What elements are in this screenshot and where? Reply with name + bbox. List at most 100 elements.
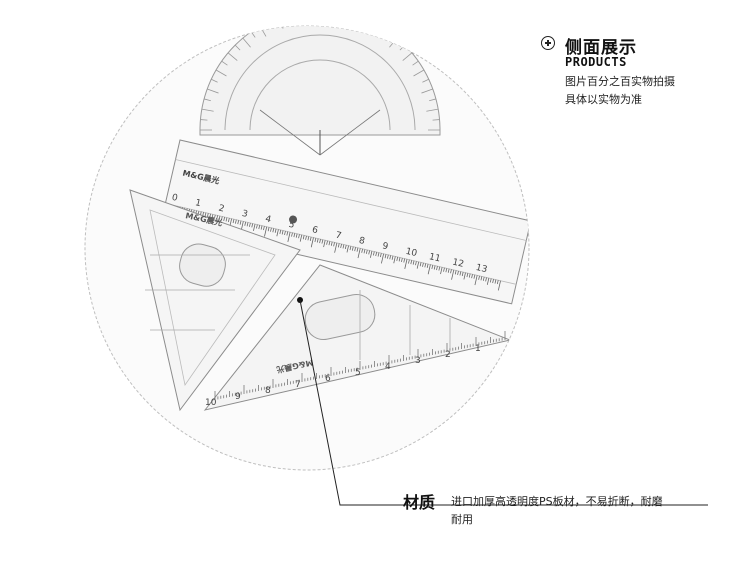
ruler-tick-label: 8: [358, 236, 366, 247]
ruler-tick: [263, 226, 265, 231]
ruler-tick: [284, 230, 286, 236]
ruler-tick: [440, 267, 443, 275]
ruler-tick: [369, 250, 373, 258]
ruler-tick: [468, 273, 471, 278]
ruler-tick: [410, 260, 413, 265]
ruler-tick: [346, 245, 349, 253]
ruler-tick: [302, 235, 305, 240]
ruler-tick-label: 2: [217, 204, 225, 215]
ruler-tick: [249, 222, 251, 227]
ruler-tick: [323, 240, 326, 248]
ruler-tick: [307, 236, 310, 241]
ruler-tick: [387, 254, 389, 259]
triangle-tick-label: 5: [355, 368, 361, 378]
ruler-tick: [267, 227, 270, 232]
ruler-tick: [239, 220, 242, 225]
triangle-tick-label: 9: [235, 392, 241, 402]
ruler-tick: [287, 232, 291, 242]
ruler-tick: [298, 234, 300, 239]
protractor-tick: [432, 119, 440, 121]
ruler-tick: [326, 240, 328, 245]
ruler-tick: [436, 266, 438, 271]
ruler-tick: [454, 270, 457, 275]
ruler-tick: [213, 214, 216, 219]
ruler-tick: [426, 263, 429, 268]
ruler-tick: [279, 229, 282, 234]
ruler-tick: [361, 248, 363, 253]
triangle-tick-label: 1: [475, 344, 481, 354]
ruler-tick: [246, 222, 249, 227]
ruler-tick: [349, 246, 352, 251]
ruler-tick: [422, 262, 424, 267]
ruler-tick-label: 12: [451, 258, 464, 270]
protractor-tick: [429, 98, 437, 102]
ruler-tick: [244, 221, 247, 226]
ruler-tick: [321, 239, 324, 244]
ruler-tick: [342, 244, 345, 249]
set-square-left: M&G晨光: [129, 189, 301, 412]
ruler-tick: [474, 275, 478, 286]
ruler-hole: [289, 215, 298, 224]
ruler-tick: [466, 273, 469, 278]
ruler-tick: [314, 237, 317, 243]
material-desc-line-1: 进口加厚高透明度PS板材，不易折断，耐磨: [451, 495, 663, 508]
ruler-tick: [492, 279, 494, 284]
protractor-tick: [356, 26, 362, 29]
ruler-tick: [393, 256, 396, 264]
ruler-tick-label: 1: [194, 198, 202, 209]
ruler-tick: [363, 249, 366, 254]
ruler-tick: [291, 232, 293, 237]
ruler-tick: [272, 228, 275, 233]
protractor-tick: [201, 108, 214, 112]
ruler-tick: [251, 223, 254, 228]
ruler-tick: [404, 259, 408, 269]
triangle-tick-label: 6: [325, 374, 331, 384]
triangle-tick-label: 3: [415, 356, 421, 366]
ruler-tick: [316, 238, 319, 243]
protractor-tick: [339, 12, 341, 24]
protractor-tick: [330, 10, 331, 17]
ruler-tick: [204, 212, 207, 217]
ruler-tick-label: 6: [311, 225, 319, 236]
ruler-tick: [357, 248, 361, 259]
protractor-tick: [200, 119, 208, 121]
protractor-tick: [384, 31, 390, 38]
protractor-tick: [227, 52, 238, 61]
ruler-tick-label: 5: [288, 220, 296, 231]
ruler-tick: [256, 224, 258, 229]
triangle-tick-label: 2: [445, 350, 451, 360]
ruler-tick: [334, 242, 338, 253]
ruler-tick: [286, 231, 289, 236]
ruler-tick-label: 9: [381, 241, 389, 252]
ruler-tick: [328, 241, 331, 246]
ruler-tick-label: 7: [334, 231, 342, 242]
ruler-tick: [457, 270, 459, 275]
ruler-tick: [497, 280, 501, 291]
ruler-tick: [211, 214, 214, 219]
ruler-tick: [319, 239, 321, 244]
ruler-tick: [223, 216, 226, 221]
ruler-tick: [401, 257, 403, 263]
protractor-tick: [422, 78, 429, 83]
ruler-tick: [396, 256, 399, 261]
ruler-tick: [216, 215, 218, 220]
ruler-tick: [229, 218, 233, 226]
plus-circle-icon: [541, 36, 555, 50]
ruler-tick: [415, 261, 417, 266]
ruler-tick: [235, 219, 237, 224]
ruler-tick: [408, 259, 410, 264]
ruler-tick: [459, 271, 462, 276]
ruler-tick: [260, 225, 263, 230]
ruler-tick: [344, 244, 347, 250]
section-title: 侧面展示: [565, 38, 637, 58]
protractor-tick: [215, 69, 227, 77]
ruler-tick: [377, 252, 380, 257]
ruler-tick: [443, 267, 445, 272]
ruler-tick: [354, 247, 356, 252]
protractor-tick: [373, 26, 381, 37]
protractor-tick: [278, 26, 284, 29]
ruler-tick: [412, 260, 415, 265]
